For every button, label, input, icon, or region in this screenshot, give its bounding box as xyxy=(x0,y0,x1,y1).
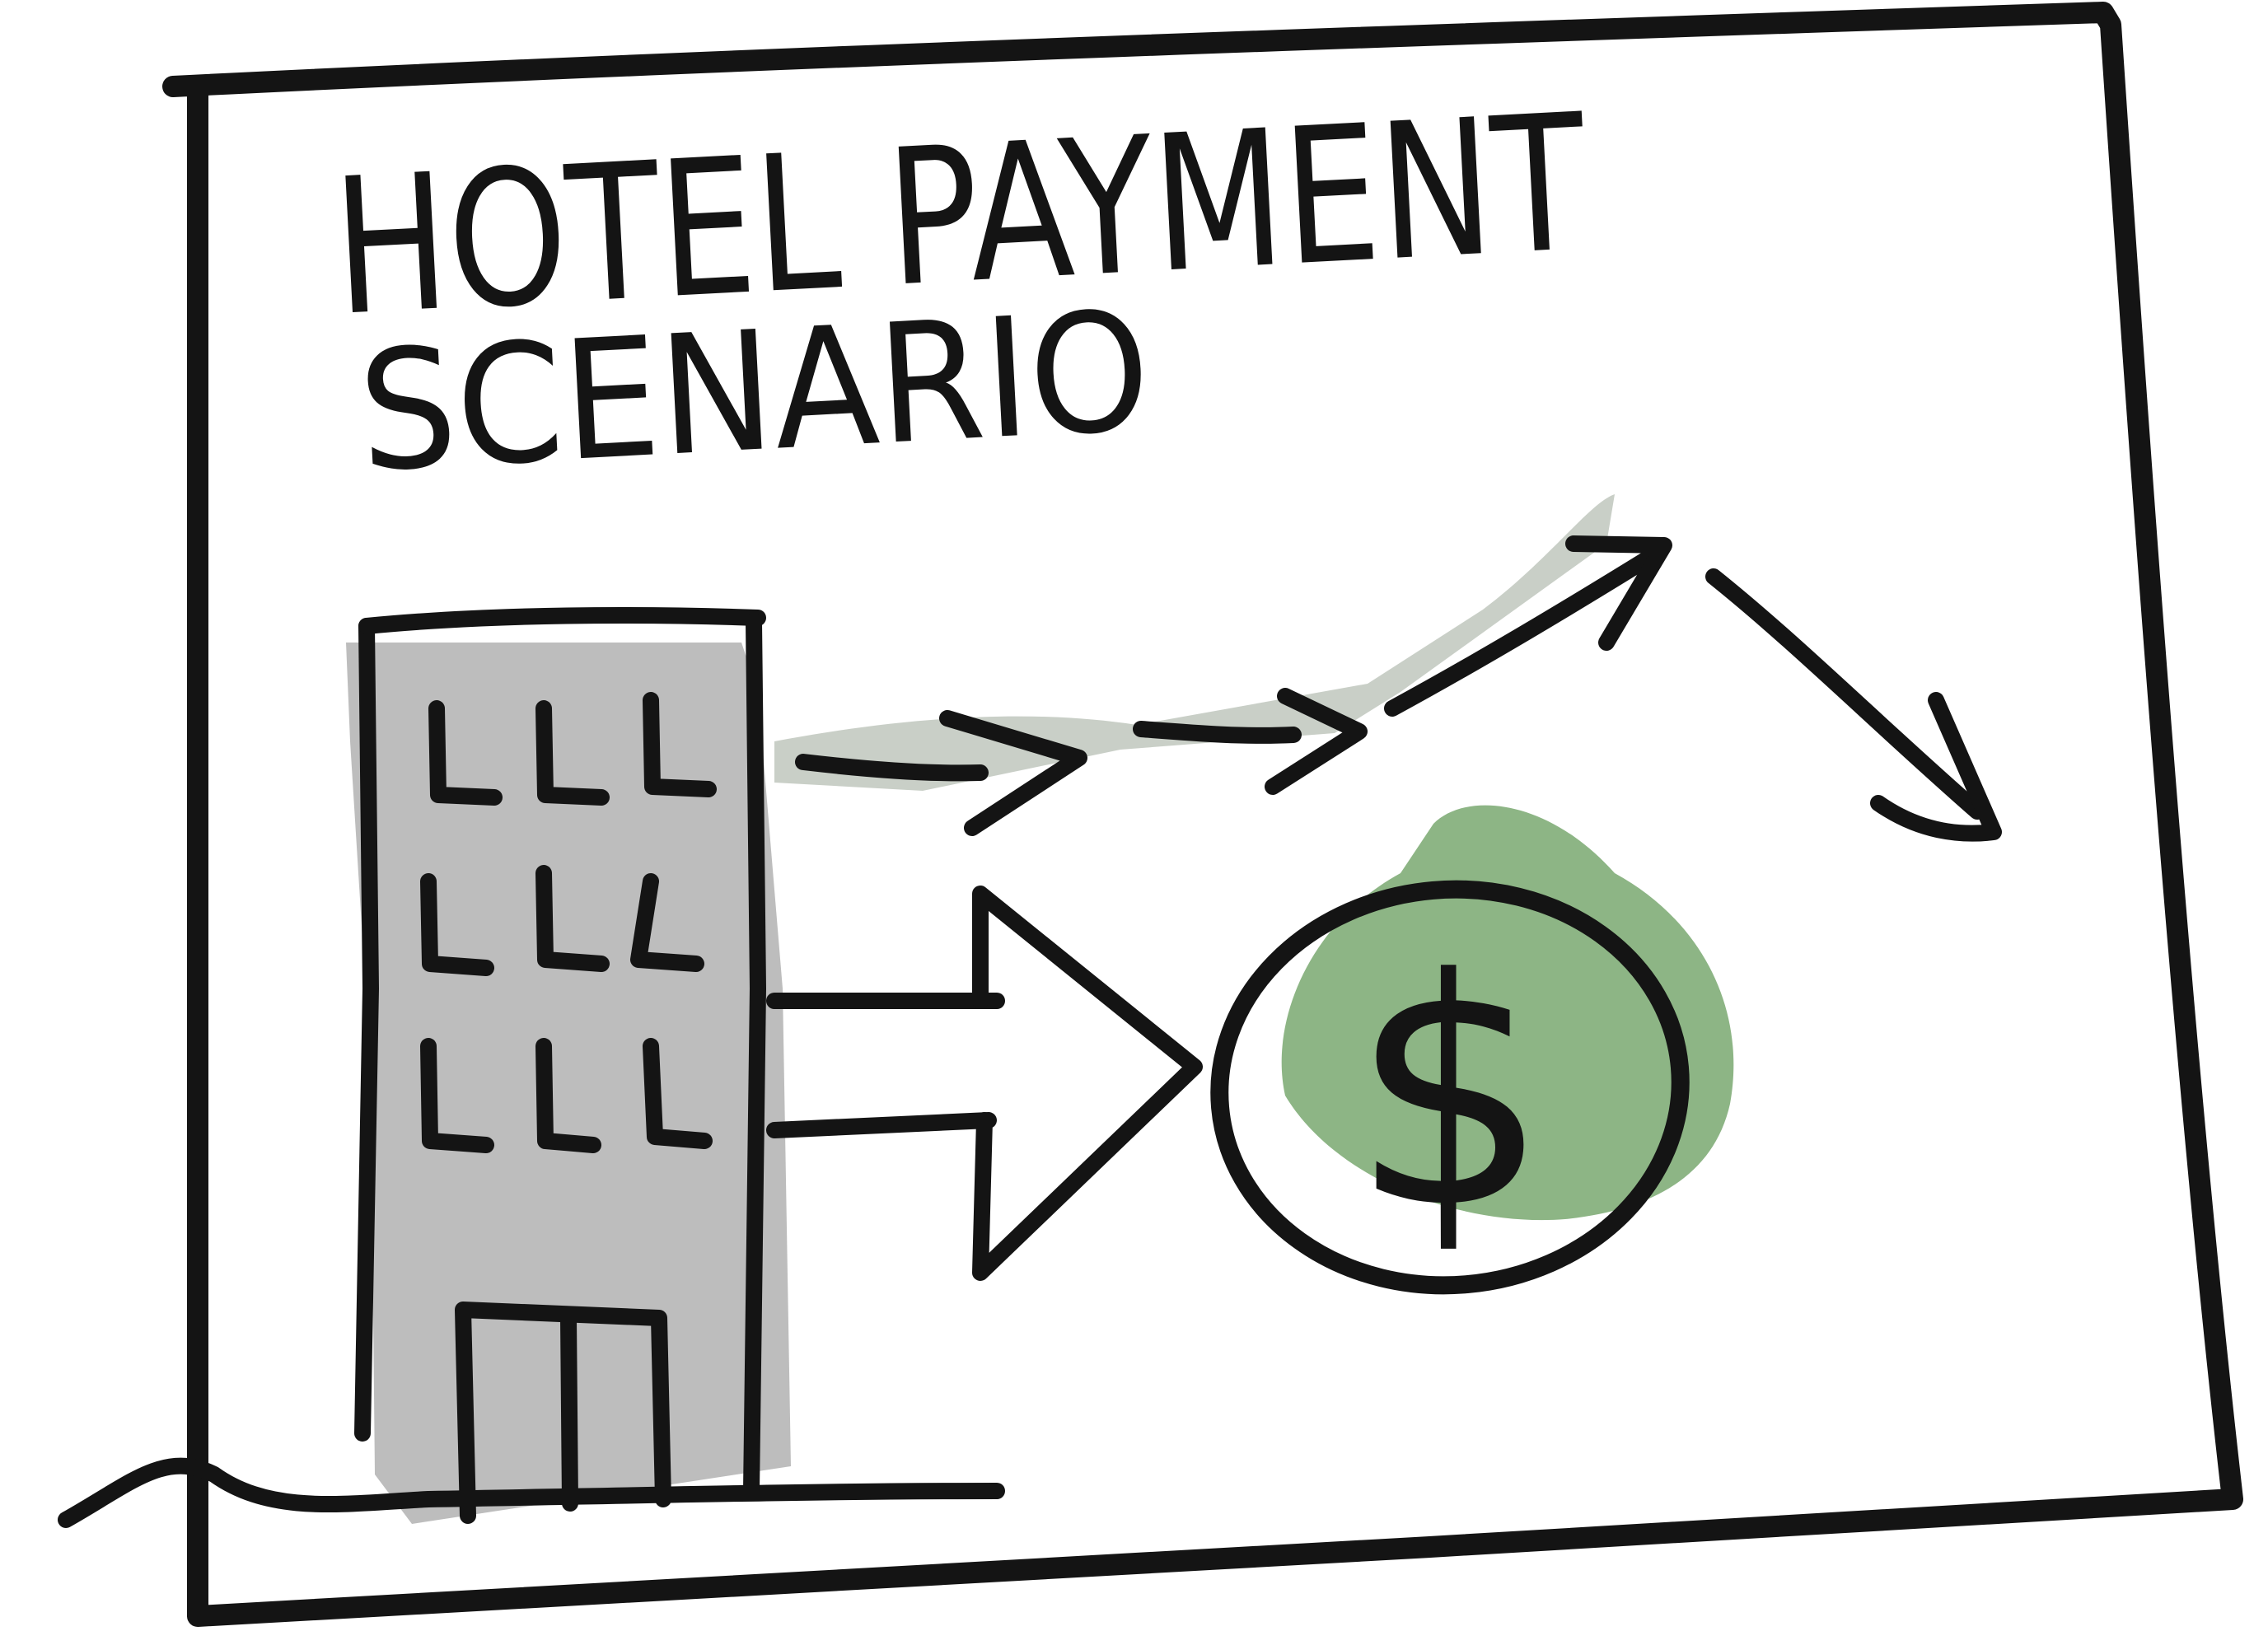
title-line-2: SCENARIO xyxy=(354,276,1154,509)
building-shading xyxy=(346,643,791,1524)
money-symbol: $ xyxy=(1350,912,1550,1277)
hotel-building-icon xyxy=(346,607,791,1524)
big-arrow-icon xyxy=(766,886,1203,1281)
frame xyxy=(162,2,2243,1627)
title: HOTEL PAYMENT SCENARIO xyxy=(329,73,1591,509)
money-coin-shading xyxy=(1281,805,1734,1221)
building-windows xyxy=(420,692,717,1153)
trend-arrow-icon xyxy=(774,494,2002,842)
ground-line xyxy=(58,1457,1005,1528)
trend-arrow-shading xyxy=(774,494,1615,791)
money-coin-icon: $ xyxy=(1210,805,1734,1295)
